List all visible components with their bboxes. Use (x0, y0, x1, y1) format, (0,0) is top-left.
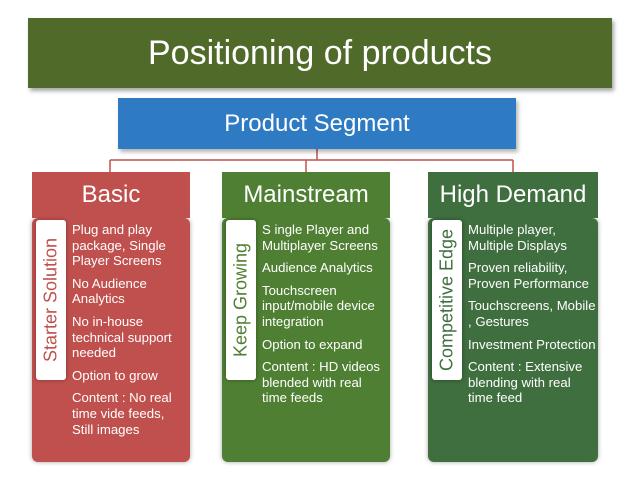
side-label-text: Competitive Edge (436, 228, 457, 372)
list-item: Multiple player, Multiple Displays (468, 222, 567, 253)
segment-high-demand-items: Multiple player, Multiple Displays Prove… (468, 222, 596, 413)
segment-basic-items: Plug and play package, Single Player Scr… (72, 222, 188, 444)
list-item: Content : No real time vide feeds, Still… (72, 390, 172, 437)
list-item: Investment Protection (468, 336, 596, 352)
segment-basic-side-label: Starter Solution (36, 220, 66, 380)
list-item: Audience Analytics (262, 260, 373, 276)
slide-title: Positioning of products (28, 18, 612, 88)
list-item: No Audience Analytics (72, 275, 147, 307)
list-item: S ingle Player and Multiplayer Screens (262, 222, 378, 253)
segment-basic-heading: Basic (32, 172, 190, 218)
side-label-text: Starter Solution (40, 237, 61, 363)
list-item: Touchscreens, Mobile , Gestures (468, 298, 596, 329)
list-item: Touchscreen input/mobile device integrat… (262, 282, 375, 329)
segment-high-demand-side-label: Competitive Edge (432, 220, 462, 380)
list-item: Content : HD videos blended with real ti… (262, 359, 381, 406)
list-item: Option to grow (72, 367, 158, 383)
list-item: Option to expand (262, 336, 363, 352)
product-segment-box: Product Segment (118, 98, 516, 149)
side-label-text: Keep Growing (230, 242, 251, 358)
list-item: Proven reliability, Proven Performance (468, 260, 589, 291)
segment-mainstream-items: S ingle Player and Multiplayer Screens A… (262, 222, 388, 413)
segment-mainstream-side-label: Keep Growing (226, 220, 256, 380)
list-item: No in-house technical support needed (72, 313, 172, 361)
segment-high-demand-heading: High Demand (428, 172, 598, 218)
list-item: Content : Extensive blending with real t… (468, 359, 583, 406)
list-item: Plug and play package, Single Player Scr… (72, 222, 166, 269)
segment-mainstream-heading: Mainstream (222, 172, 390, 218)
